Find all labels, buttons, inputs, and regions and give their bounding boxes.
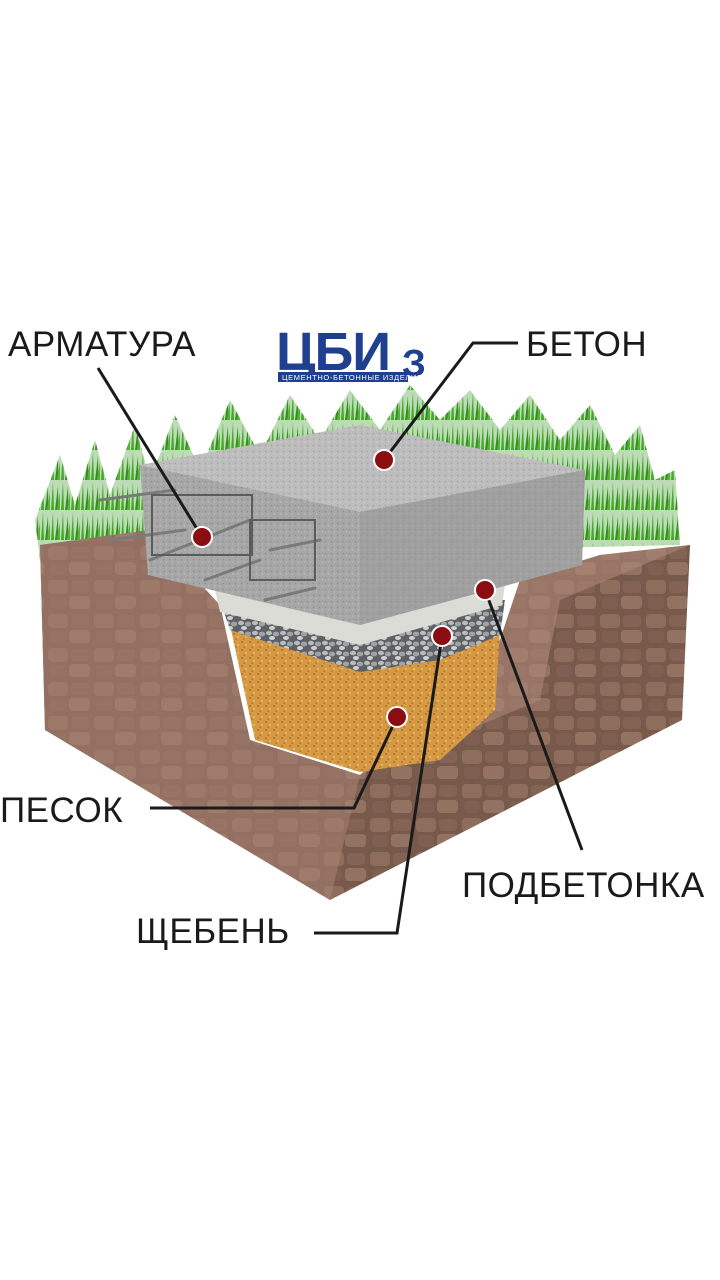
marker-beton — [374, 450, 394, 470]
marker-pesok — [387, 707, 407, 727]
svg-text:ЦЕМЕНТНО-БЕТОННЫЕ ИЗДЕЛИЯ: ЦЕМЕНТНО-БЕТОННЫЕ ИЗДЕЛИЯ — [282, 373, 423, 382]
marker-podbetonka — [475, 580, 495, 600]
label-pesok: ПЕСОК — [0, 793, 123, 828]
marker-armatura — [192, 527, 212, 547]
label-beton: БЕТОН — [526, 327, 647, 362]
company-logo: ЦБИ З ЦЕМЕНТНО-БЕТОННЫЕ ИЗДЕЛИЯ — [276, 322, 425, 385]
label-shcheben: ЩЕБЕНЬ — [136, 914, 290, 949]
label-podbetonka: ПОДБЕТОНКА — [462, 868, 705, 903]
marker-shcheben — [432, 626, 452, 646]
label-armatura: АРМАТУРА — [8, 327, 196, 362]
